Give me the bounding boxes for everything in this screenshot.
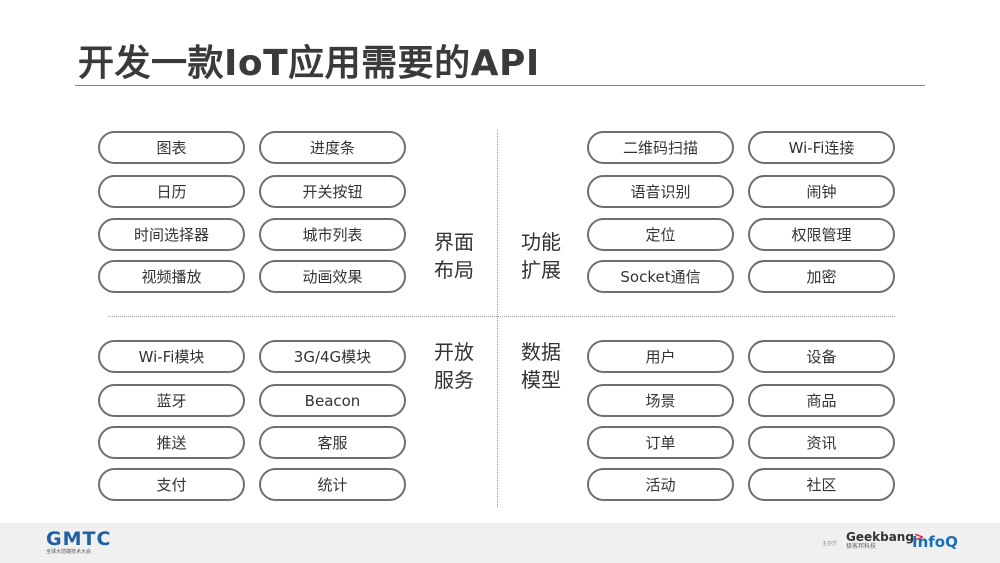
extensions-item-qr-scan[interactable]: 二维码扫描	[587, 131, 734, 164]
ui-layout-label: 界面 布局	[431, 228, 477, 284]
data-models-item-scene[interactable]: 场景	[587, 384, 734, 417]
data-models-item-device[interactable]: 设备	[748, 340, 895, 373]
slide-title: 开发一款IoT应用需要的API	[78, 43, 540, 84]
open-services-item-cellular-module[interactable]: 3G/4G模块	[259, 340, 406, 373]
open-services-item-payment[interactable]: 支付	[98, 468, 245, 501]
extensions-item-socket[interactable]: Socket通信	[587, 260, 734, 293]
geekbang-arrow-icon: >	[913, 530, 924, 544]
gmtc-logo-subtitle: 全球大前端技术大会	[46, 549, 92, 555]
data-models-item-news[interactable]: 资讯	[748, 426, 895, 459]
open-services-label: 开放 服务	[431, 338, 477, 394]
ui-layout-label-line2: 布局	[434, 258, 474, 282]
geekbang-subtitle: 极客邦科技	[846, 543, 877, 550]
data-models-label-line1: 数据	[521, 340, 561, 364]
ui-layout-item-time-picker[interactable]: 时间选择器	[98, 218, 245, 251]
ui-layout-item-calendar[interactable]: 日历	[98, 175, 245, 208]
open-services-item-customer-service[interactable]: 客服	[259, 426, 406, 459]
extensions-item-alarm[interactable]: 闹钟	[748, 175, 895, 208]
data-models-item-product[interactable]: 商品	[748, 384, 895, 417]
data-models-item-community[interactable]: 社区	[748, 468, 895, 501]
extensions-item-wifi-connect[interactable]: Wi-Fi连接	[748, 131, 895, 164]
extensions-item-voice-recognition[interactable]: 语音识别	[587, 175, 734, 208]
data-models-label-line2: 模型	[521, 368, 561, 392]
geekbang-logo-text: Geekbang>	[846, 531, 924, 543]
geekbang-name: Geekbang	[846, 530, 914, 544]
ui-layout-item-charts[interactable]: 图表	[98, 131, 245, 164]
extensions-label: 功能 扩展	[518, 228, 564, 284]
open-services-item-bluetooth[interactable]: 蓝牙	[98, 384, 245, 417]
open-services-label-line1: 开放	[434, 340, 474, 364]
extensions-item-permissions[interactable]: 权限管理	[748, 218, 895, 251]
ui-layout-item-progress-bar[interactable]: 进度条	[259, 131, 406, 164]
open-services-item-push[interactable]: 推送	[98, 426, 245, 459]
extensions-label-line2: 扩展	[521, 258, 561, 282]
title-divider	[75, 85, 925, 86]
geekbang-logo: Geekbang> 极客邦科技	[846, 531, 924, 551]
sponsor-prefix: 主办方	[822, 541, 838, 547]
gmtc-logo: GMTC 全球大前端技术大会	[46, 529, 116, 559]
vertical-divider	[497, 130, 498, 507]
horizontal-divider	[108, 316, 895, 317]
data-models-item-activity[interactable]: 活动	[587, 468, 734, 501]
ui-layout-item-animation[interactable]: 动画效果	[259, 260, 406, 293]
ui-layout-item-video-playback[interactable]: 视频播放	[98, 260, 245, 293]
ui-layout-item-city-list[interactable]: 城市列表	[259, 218, 406, 251]
ui-layout-item-toggle-button[interactable]: 开关按钮	[259, 175, 406, 208]
data-models-label: 数据 模型	[518, 338, 564, 394]
open-services-item-wifi-module[interactable]: Wi-Fi模块	[98, 340, 245, 373]
open-services-item-beacon[interactable]: Beacon	[259, 384, 406, 417]
infoq-logo: InfoQ	[912, 533, 958, 551]
extensions-item-encryption[interactable]: 加密	[748, 260, 895, 293]
footer-bar: GMTC 全球大前端技术大会 主办方 Geekbang> 极客邦科技 InfoQ	[0, 523, 1000, 563]
data-models-item-order[interactable]: 订单	[587, 426, 734, 459]
extensions-item-location[interactable]: 定位	[587, 218, 734, 251]
open-services-item-statistics[interactable]: 统计	[259, 468, 406, 501]
gmtc-logo-text: GMTC	[46, 528, 112, 550]
data-models-item-user[interactable]: 用户	[587, 340, 734, 373]
extensions-label-line1: 功能	[521, 230, 561, 254]
open-services-label-line2: 服务	[434, 368, 474, 392]
ui-layout-label-line1: 界面	[434, 230, 474, 254]
